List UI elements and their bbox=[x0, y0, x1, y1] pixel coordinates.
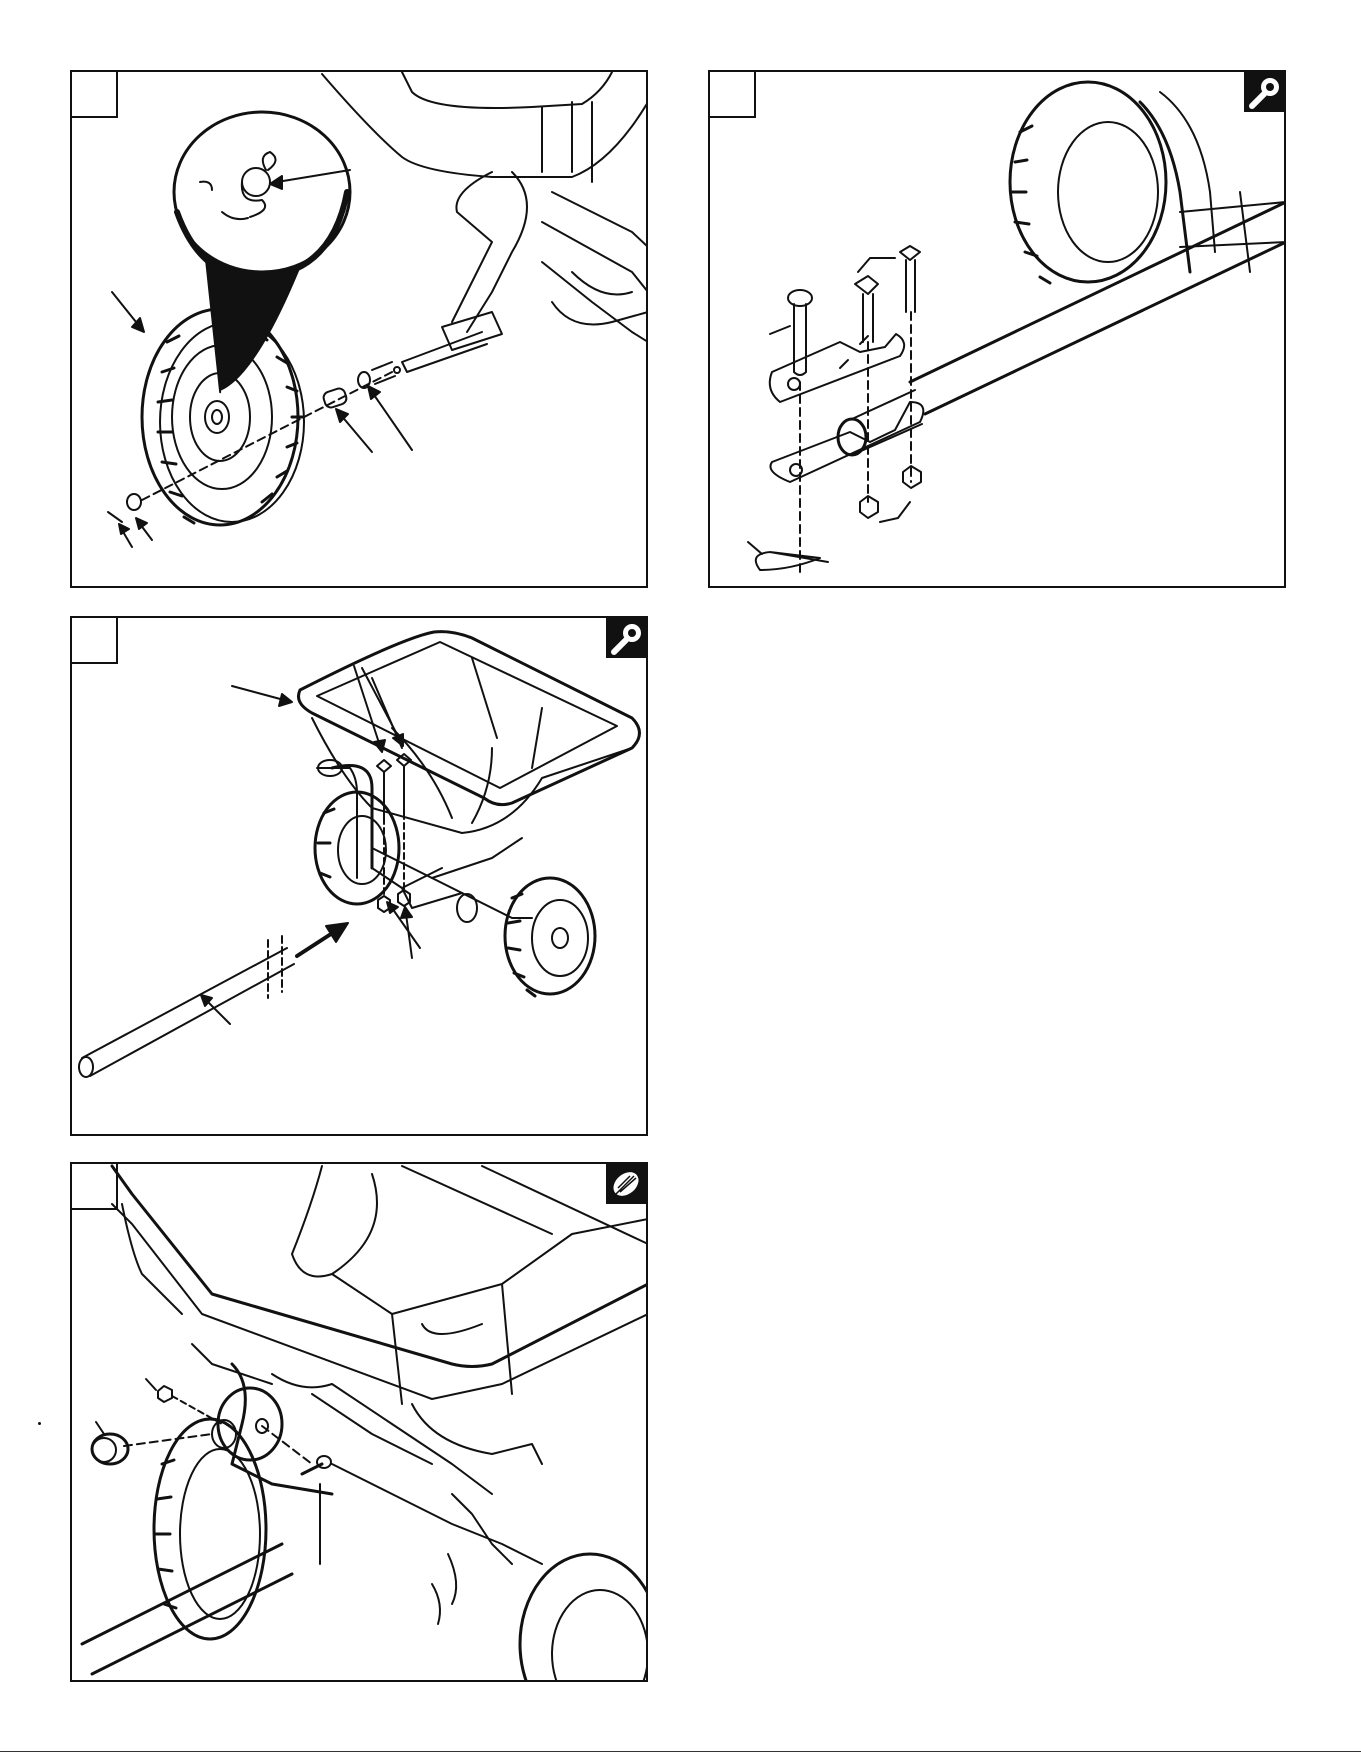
hair-pin bbox=[756, 552, 828, 570]
axle-centerline bbox=[142, 372, 392, 500]
footer-rule bbox=[0, 1751, 1361, 1752]
frame-leg bbox=[452, 172, 492, 322]
bolt-head-2 bbox=[900, 246, 920, 260]
handle-tube-upper bbox=[910, 202, 1286, 382]
handle-tube-lower bbox=[925, 242, 1286, 414]
washer-outer bbox=[127, 494, 141, 510]
stray-mark bbox=[38, 1422, 41, 1425]
spacer bbox=[322, 387, 348, 409]
assembly-step-panel-gearbox bbox=[70, 1162, 648, 1682]
bolt-head-1 bbox=[855, 276, 878, 294]
right-tire bbox=[520, 1554, 648, 1682]
hopper-rim bbox=[299, 632, 640, 805]
tube-insert-illustration bbox=[72, 618, 648, 1136]
wheel-assembly-illustration bbox=[72, 72, 648, 588]
bolt-2 bbox=[397, 754, 411, 813]
shaft-pin bbox=[317, 1456, 331, 1468]
upper-bracket bbox=[770, 334, 904, 402]
assembly-step-panel-wheel bbox=[70, 70, 648, 588]
assembly-step-panel-handle-joint bbox=[708, 70, 1286, 588]
gearbox-illustration bbox=[72, 1164, 648, 1682]
rim bbox=[1058, 122, 1158, 262]
handle-joint-illustration bbox=[710, 72, 1286, 588]
hopper-inner-curve bbox=[292, 1166, 377, 1277]
cotter-pin bbox=[108, 512, 122, 522]
hopper-rim-front bbox=[112, 1166, 648, 1367]
handle-tube bbox=[90, 964, 294, 1076]
hub bbox=[205, 401, 229, 433]
lower-bracket bbox=[770, 402, 923, 482]
tire-outline bbox=[1010, 82, 1166, 282]
assembly-step-panel-tube-insert bbox=[70, 616, 648, 1136]
nut bbox=[158, 1386, 172, 1402]
clevis-pin-head bbox=[788, 290, 812, 306]
